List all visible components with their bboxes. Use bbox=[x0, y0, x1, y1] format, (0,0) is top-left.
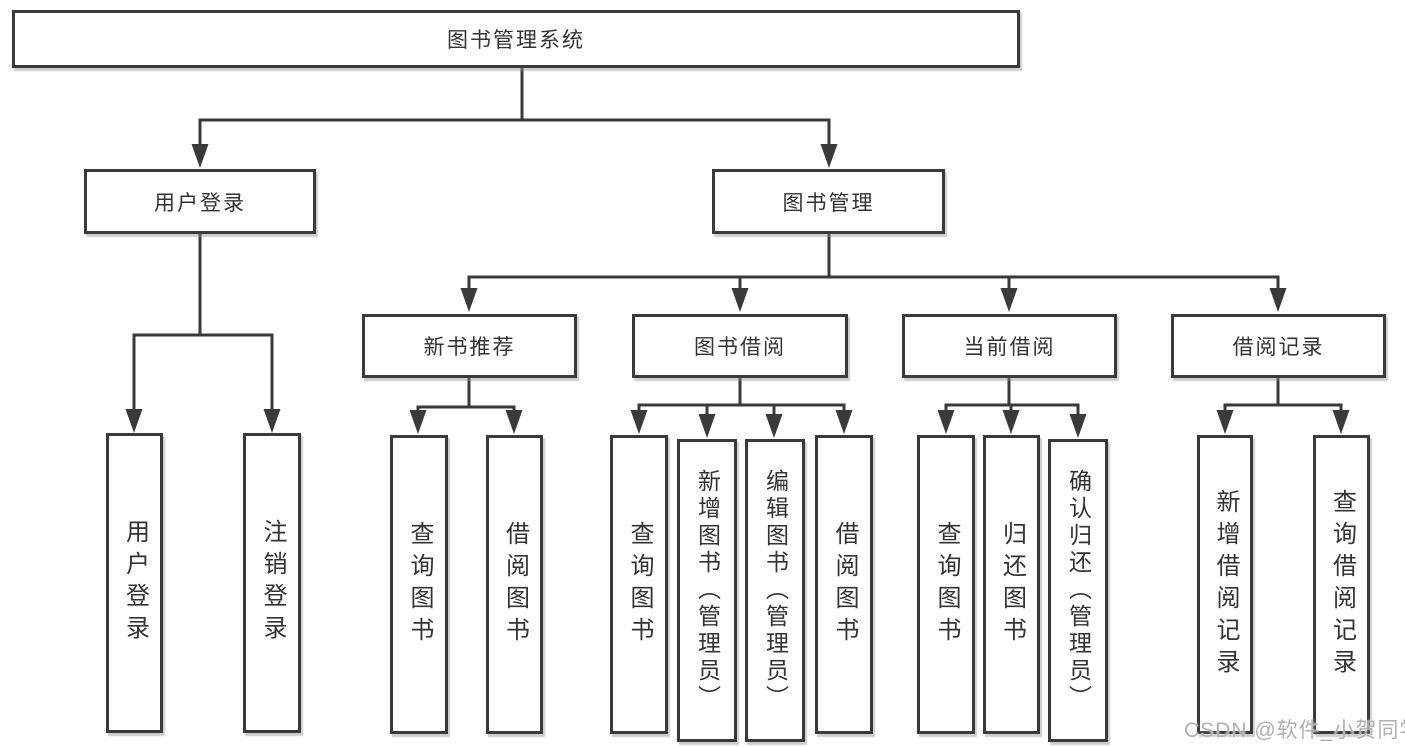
node-label: 借阅图书 bbox=[501, 520, 529, 649]
node-borrow-records: 借阅记录 bbox=[1171, 314, 1386, 378]
node-label: 图书管理 bbox=[782, 191, 875, 215]
node-label: 新增借阅记录 bbox=[1212, 488, 1239, 681]
node-label: 图书管理系统 bbox=[447, 29, 585, 52]
leaf-borrow-books-1: 借阅图书 bbox=[486, 435, 543, 734]
arrow-down-icon bbox=[505, 410, 523, 434]
arrow-down-icon bbox=[698, 414, 716, 438]
node-book-management: 图书管理 bbox=[712, 169, 945, 234]
node-current-borrow: 当前借阅 bbox=[902, 314, 1117, 378]
node-user-login-module: 用户登录 bbox=[84, 169, 316, 234]
arrow-down-icon bbox=[1216, 410, 1234, 434]
leaf-query-books-1: 查询图书 bbox=[390, 435, 448, 734]
leaf-borrow-books-2: 借阅图书 bbox=[815, 435, 873, 734]
leaf-query-books-2: 查询图书 bbox=[610, 435, 668, 734]
leaf-add-borrow-record: 新增借阅记录 bbox=[1197, 435, 1253, 734]
arrow-down-icon bbox=[191, 144, 209, 168]
node-label: 当前借阅 bbox=[963, 336, 1056, 359]
arrow-down-icon bbox=[263, 409, 281, 433]
leaf-confirm-return-admin: 确认归还（管理员） bbox=[1048, 439, 1108, 742]
node-label: 新增图书（管理员） bbox=[694, 469, 721, 712]
arrow-down-icon bbox=[1269, 288, 1287, 312]
arrow-down-icon bbox=[1332, 410, 1350, 434]
node-new-book-recommend: 新书推荐 bbox=[362, 314, 577, 378]
arrow-down-icon bbox=[1069, 414, 1087, 438]
leaf-query-borrow-record: 查询借阅记录 bbox=[1313, 435, 1370, 734]
csdn-watermark: CSDN @软件_小贺同学 bbox=[1184, 719, 1405, 742]
node-label: 图书借阅 bbox=[694, 336, 786, 359]
node-label: 编辑图书（管理员） bbox=[762, 469, 789, 712]
arrow-down-icon bbox=[820, 144, 838, 168]
node-label: 查询借阅记录 bbox=[1328, 488, 1356, 681]
node-label: 确认归还（管理员） bbox=[1065, 469, 1092, 712]
arrow-down-icon bbox=[630, 410, 648, 434]
arrow-down-icon bbox=[1000, 288, 1018, 312]
leaf-query-books-3: 查询图书 bbox=[917, 435, 975, 734]
leaf-user-login: 用户登录 bbox=[106, 433, 163, 733]
node-label: 用户登录 bbox=[154, 191, 246, 215]
node-label: 查询图书 bbox=[406, 520, 433, 649]
node-library-system: 图书管理系统 bbox=[12, 10, 1020, 68]
arrow-down-icon bbox=[125, 409, 143, 433]
arrow-down-icon bbox=[460, 288, 478, 312]
arrow-down-icon bbox=[409, 410, 427, 434]
arrow-down-icon bbox=[1002, 410, 1020, 434]
arrow-down-icon bbox=[937, 410, 955, 434]
leaf-return-books: 归还图书 bbox=[983, 435, 1040, 734]
arrow-down-icon bbox=[765, 414, 783, 438]
leaf-add-books-admin: 新增图书（管理员） bbox=[677, 439, 737, 742]
node-label: 用户登录 bbox=[121, 519, 149, 647]
node-label: 查询图书 bbox=[626, 520, 653, 649]
node-label: 借阅图书 bbox=[831, 520, 858, 649]
node-label: 借阅记录 bbox=[1232, 336, 1325, 359]
node-label: 新书推荐 bbox=[423, 336, 516, 359]
leaf-edit-books-admin: 编辑图书（管理员） bbox=[745, 439, 805, 742]
node-label: 归还图书 bbox=[998, 520, 1026, 649]
arrow-down-icon bbox=[835, 410, 853, 434]
node-book-borrow: 图书借阅 bbox=[632, 314, 848, 378]
leaf-logout: 注销登录 bbox=[243, 433, 301, 733]
arrow-down-icon bbox=[731, 288, 749, 312]
node-label: 查询图书 bbox=[933, 520, 960, 649]
node-label: 注销登录 bbox=[259, 519, 286, 647]
